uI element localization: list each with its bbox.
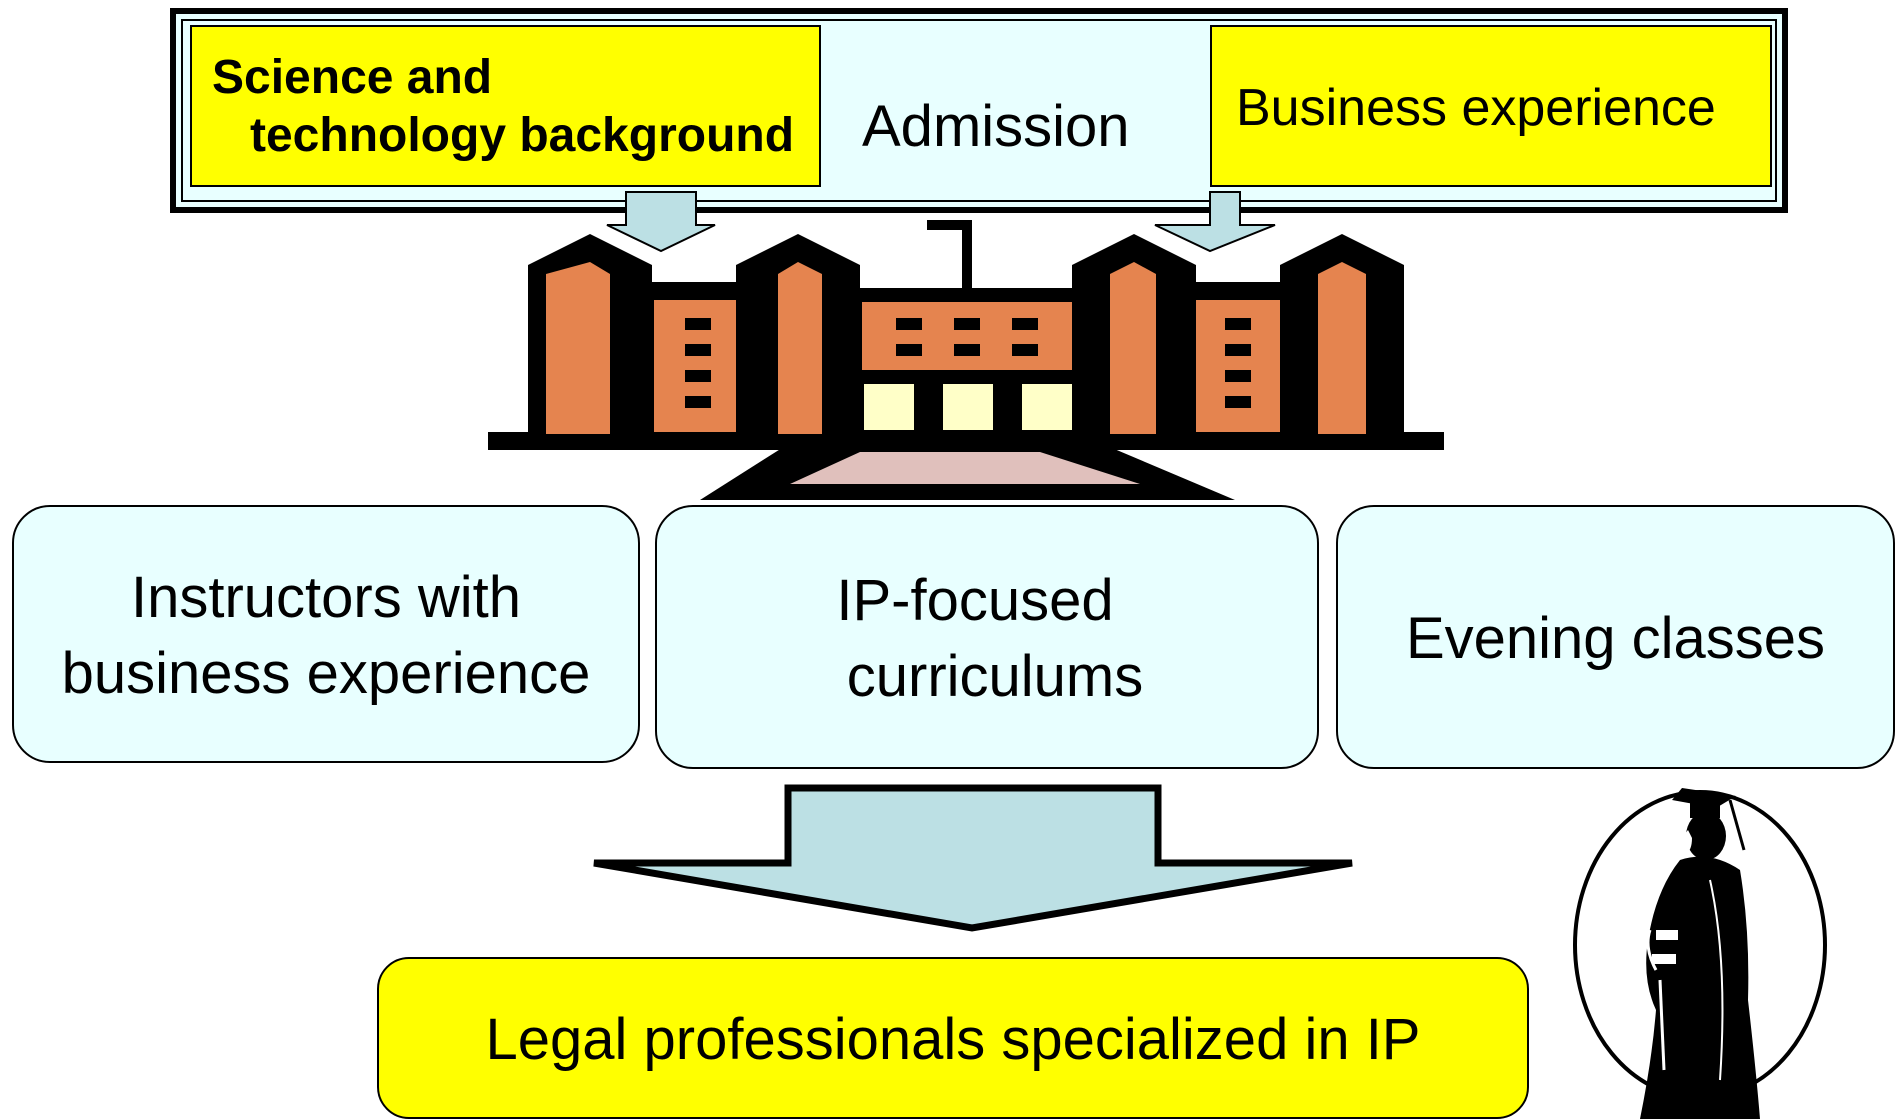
instructors-label-line1: Instructors with [131,565,521,630]
evening-classes-box [1336,505,1895,769]
result-box [377,957,1529,1119]
down-arrow-icon [606,191,716,253]
curriculum-box [655,505,1319,769]
science-background-label-line1: Science and [212,51,493,104]
instructors-label-line2: business experience [61,641,591,706]
down-arrow-icon [593,784,1353,932]
business-experience-label: Business experience [1236,79,1716,137]
graduate-icon [1573,788,1827,1119]
admission-title: Admission [862,94,1130,159]
curriculum-label-line1: IP-focused [836,568,1114,633]
science-background-label-line2: technology background [250,109,795,162]
business-experience-box [1210,25,1772,187]
curriculum-label-line2: curriculums [846,644,1144,709]
down-arrow-icon [1154,191,1276,253]
evening-classes-label: Evening classes [1405,606,1826,671]
instructors-box [12,505,640,763]
science-background-box [190,25,821,187]
result-label: Legal professionals specialized in IP [485,1007,1421,1072]
